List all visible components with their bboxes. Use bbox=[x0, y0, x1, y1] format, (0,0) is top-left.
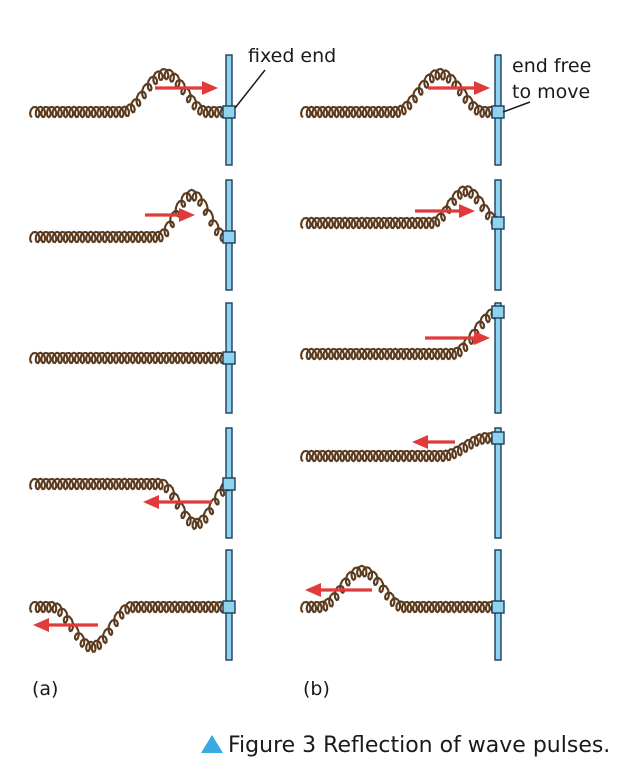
free-end-label-line2: to move bbox=[512, 81, 590, 103]
spring-a-1 bbox=[29, 67, 231, 119]
fixed-end-label: fixed end bbox=[248, 45, 336, 67]
spring-b-1 bbox=[300, 67, 502, 119]
arrow-a-4-head bbox=[143, 495, 159, 509]
spring-a-2 bbox=[29, 188, 231, 244]
arrow-a-5-head bbox=[33, 618, 49, 632]
block-a-3 bbox=[222, 351, 236, 365]
spring-b-2 bbox=[300, 185, 502, 230]
block-b-3 bbox=[491, 305, 505, 319]
rod-b-4 bbox=[494, 427, 502, 539]
triangle-icon bbox=[201, 735, 223, 753]
block-b-1 bbox=[491, 105, 505, 119]
arrow-b-5-head bbox=[305, 583, 321, 597]
caption-text: Figure 3 Reflection of wave pulses. bbox=[228, 733, 611, 758]
spring-b-4 bbox=[300, 431, 502, 463]
block-a-4 bbox=[222, 477, 236, 491]
block-b-5 bbox=[491, 600, 505, 614]
arrow-b-3-head bbox=[474, 331, 490, 345]
spring-a-3 bbox=[29, 351, 231, 365]
block-a-5 bbox=[222, 600, 236, 614]
spring-b-3 bbox=[300, 305, 502, 361]
arrow-a-1-head bbox=[202, 81, 218, 95]
column-b-label: (b) bbox=[303, 678, 330, 700]
arrow-b-1-head bbox=[474, 81, 490, 95]
spring-a-5 bbox=[29, 600, 231, 654]
rod-b-2 bbox=[494, 179, 502, 291]
arrow-b-4-head bbox=[412, 435, 428, 449]
spring-b-5 bbox=[300, 564, 502, 614]
free-end-pointer bbox=[502, 101, 531, 113]
block-a-2 bbox=[222, 230, 236, 244]
rod-b-3 bbox=[494, 302, 502, 414]
free-end-label-line1: end free bbox=[512, 55, 591, 77]
block-a-1 bbox=[222, 105, 236, 119]
arrow-b-2-head bbox=[459, 204, 475, 218]
block-b-4 bbox=[491, 431, 505, 445]
block-b-2 bbox=[491, 216, 505, 230]
fixed-end-pointer bbox=[234, 69, 266, 109]
figure-caption: Figure 3 Reflection of wave pulses. bbox=[200, 733, 610, 758]
spring-a-4 bbox=[29, 477, 231, 531]
arrow-a-2-head bbox=[179, 208, 195, 222]
column-a-label: (a) bbox=[32, 678, 58, 700]
